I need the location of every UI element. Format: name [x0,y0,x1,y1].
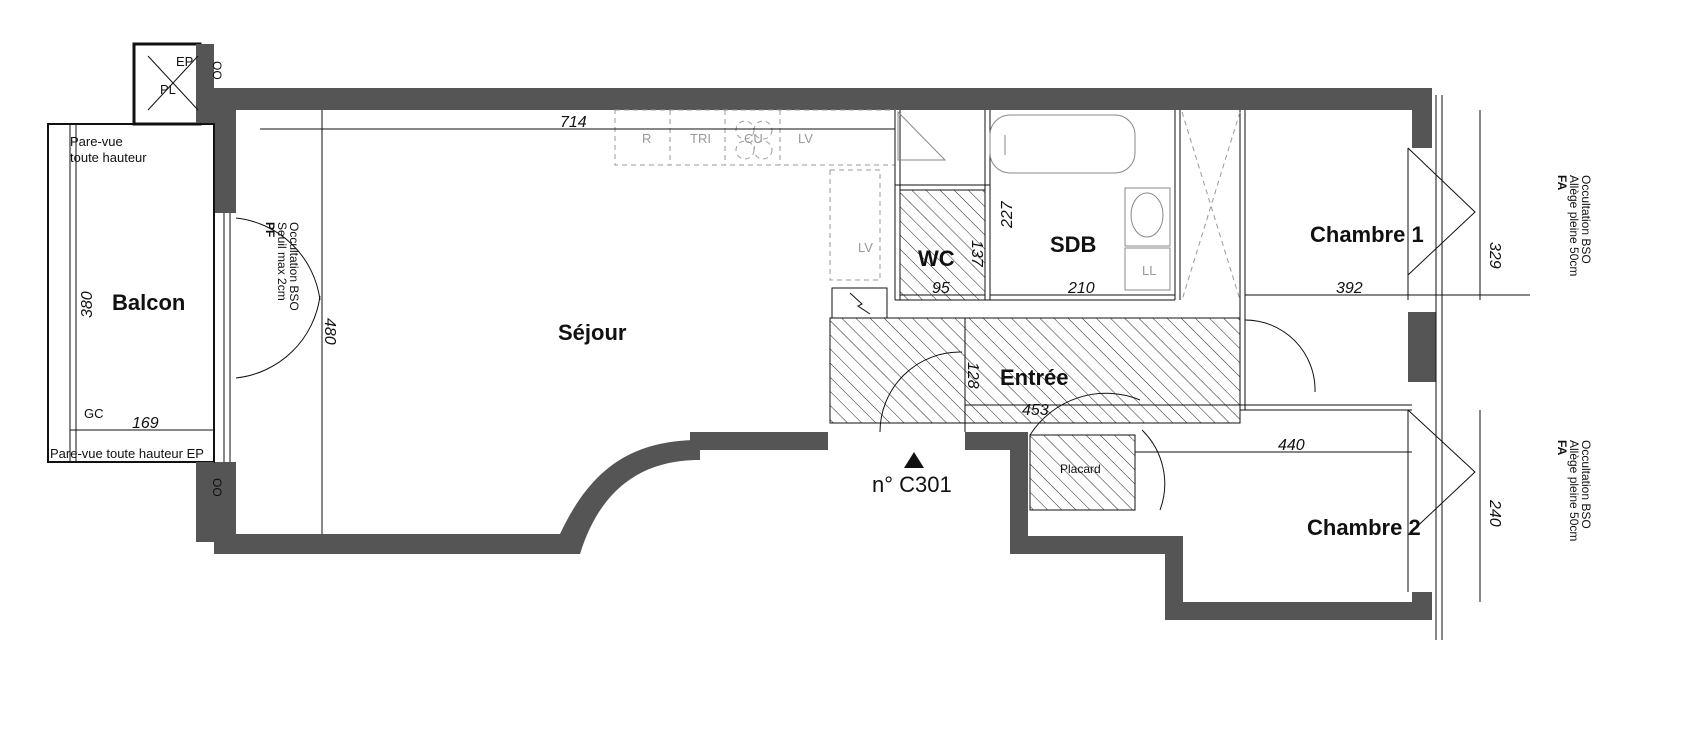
fixture-ll: LL [1142,263,1156,278]
fixture-lv-kitchen: LV [798,131,813,146]
room-label-sejour: Séjour [558,320,627,345]
dim-entree-width: 453 [1022,402,1049,419]
fixture-cu: CU [744,131,763,146]
annotation-fa2-line1: Allège pleine 50cm [1567,440,1581,541]
annotation-pf-line2: Occultation BSO [287,222,301,311]
room-label-entree: Entrée [1000,365,1068,390]
dim-sejour-width: 714 [560,114,587,131]
dimension-lines [260,110,1530,602]
annotation-fa1-line1: Allège pleine 50cm [1567,175,1581,276]
dim-chambre2-depth: 240 [1486,499,1503,527]
annotation-fa1: FA [1555,175,1569,191]
room-label-placard: Placard [1060,462,1101,476]
balcony [47,42,321,542]
dim-chambre2-width: 440 [1278,437,1305,454]
dim-sejour-depth: 480 [321,318,338,345]
dim-entree-depth: 128 [964,362,981,389]
hatched-areas [829,189,1241,511]
interior-walls [614,109,1476,592]
fixture-tri: TRI [690,131,711,146]
dim-balcon-width: 169 [132,415,159,432]
annotation-fa2-line2: Occultation BSO [1579,440,1593,529]
room-label-sdb: SDB [1050,232,1096,257]
annotation-oo-bottom: OO [210,478,224,497]
annotation-pl: PL [160,82,176,97]
room-label-chambre1: Chambre 1 [1310,222,1424,247]
annotation-pare-vue-top-2: toute hauteur [70,150,147,165]
annotation-fa2: FA [1555,440,1569,456]
annotation-ep-top: EP [176,54,193,69]
annotation-pare-vue-top-1: Pare-vue [70,134,123,149]
dim-wc-depth: 137 [968,240,985,268]
room-label-balcon: Balcon [112,290,185,315]
annotation-pare-vue-bottom: Pare-vue toute hauteur EP [50,446,204,461]
annotation-gc: GC [84,406,104,421]
dim-chambre1-width: 392 [1336,280,1363,297]
dim-balcon-depth: 380 [79,291,96,318]
annotation-pf: PF [263,222,277,237]
annotation-oo-top: OO [210,61,224,80]
outer-walls [214,88,1443,640]
fixture-r: R [642,131,651,146]
annotation-fa1-line2: Occultation BSO [1579,175,1593,264]
dim-sdb-depth: 227 [999,200,1016,229]
room-label-chambre2: Chambre 2 [1307,515,1421,540]
dim-wc-width: 95 [932,280,950,297]
annotation-pf-line1: Seuil max 2cm [275,222,289,301]
dim-sdb-width: 210 [1067,280,1095,297]
dim-chambre1-depth: 329 [1486,242,1503,269]
room-label-wc: WC [918,246,955,271]
annotation-lot-number: n° C301 [872,472,952,497]
entrance-arrow-icon [904,452,924,468]
fixture-lv-wc: LV [858,240,873,255]
